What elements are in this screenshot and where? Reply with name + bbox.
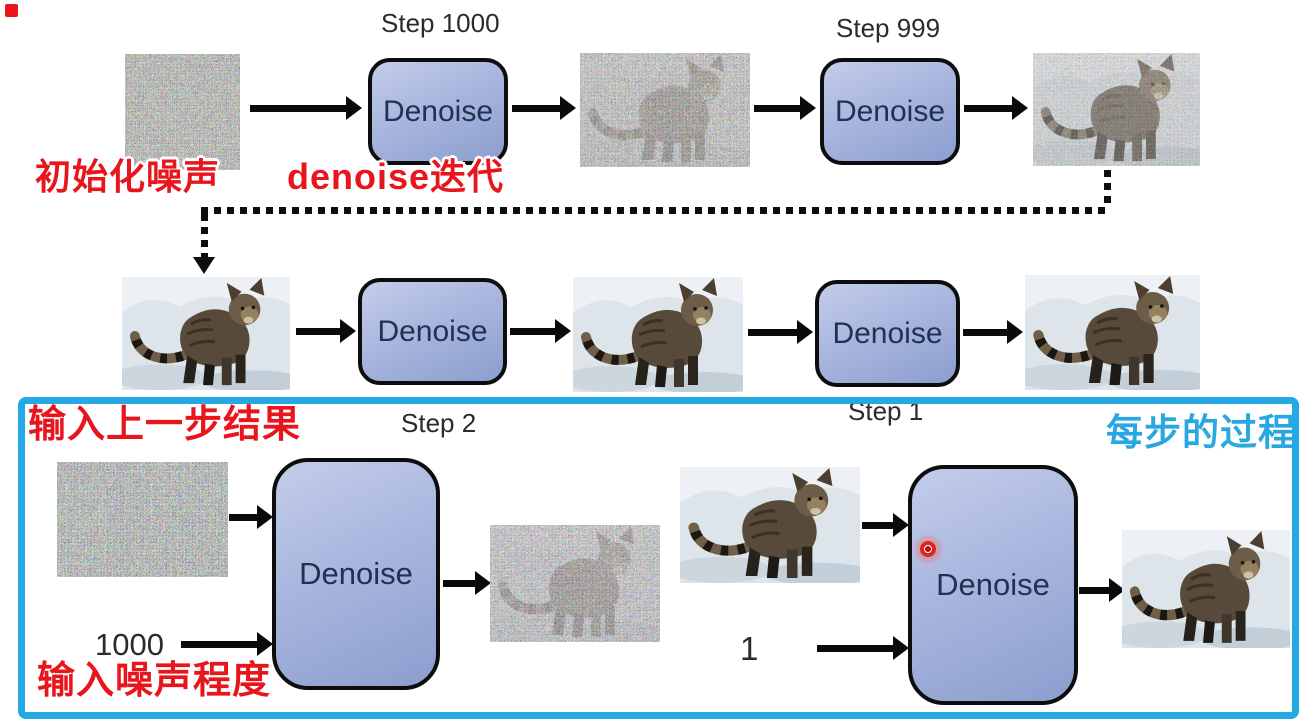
arrow-head-icon bbox=[346, 96, 362, 120]
arrow-cat-to-denoise-1 bbox=[748, 319, 813, 345]
arrow-head-icon bbox=[475, 571, 491, 595]
arrow-shaft bbox=[817, 644, 894, 652]
corner-marker bbox=[5, 4, 18, 17]
caption-input-noise-level: 输入噪声程度 bbox=[37, 660, 272, 702]
big-denoise-box-left: Denoise bbox=[272, 458, 440, 690]
pure-noise-image bbox=[125, 54, 240, 170]
pure-noise-input-image bbox=[57, 462, 228, 577]
noise-level-1000: 1000 bbox=[95, 627, 164, 662]
cat-heavy-noise-output-image bbox=[490, 525, 660, 642]
arrow-cat-to-denoise-2 bbox=[296, 318, 356, 344]
arrow-denoise-1-out bbox=[963, 319, 1023, 345]
arrow-head-icon bbox=[555, 319, 571, 343]
dotted-connector-horizontal bbox=[201, 207, 1111, 214]
arrow-head-icon bbox=[340, 319, 356, 343]
arrow-denoise-1000-out bbox=[512, 95, 576, 121]
arrow-shaft bbox=[296, 327, 341, 335]
cat-clean-image-2 bbox=[573, 277, 743, 392]
arrow-head-icon bbox=[1007, 320, 1023, 344]
big-denoise-box-right: Denoise bbox=[908, 465, 1078, 705]
arrow-head-icon bbox=[893, 636, 909, 660]
arrow-noise-to-denoise-1000 bbox=[250, 95, 362, 121]
laser-core bbox=[925, 546, 931, 552]
cat-heavy-noise-image bbox=[580, 53, 750, 167]
denoise-box-step-2: Denoise bbox=[358, 278, 507, 385]
arrow-cat-into-big-denoise bbox=[862, 512, 909, 538]
arrow-head-icon bbox=[257, 632, 273, 656]
arrow-shaft bbox=[443, 579, 476, 587]
denoise-box-step-1000: Denoise bbox=[368, 58, 508, 165]
arrow-shaft bbox=[250, 104, 347, 112]
arrow-head-icon bbox=[560, 96, 576, 120]
dotted-arrow-head-icon bbox=[193, 257, 215, 274]
arrow-head-icon bbox=[797, 320, 813, 344]
arrow-head-icon bbox=[1012, 96, 1028, 120]
arrow-shaft bbox=[964, 104, 1013, 112]
laser-pointer-dot bbox=[913, 534, 943, 564]
arrow-level-1000-into-denoise bbox=[181, 631, 273, 657]
arrow-shaft bbox=[510, 327, 556, 335]
arrow-shaft bbox=[1079, 586, 1110, 594]
cat-clean-image-1 bbox=[122, 277, 290, 390]
caption-denoise-iterate: denoise迭代 bbox=[287, 156, 505, 197]
cat-clean-output-image bbox=[1122, 530, 1290, 648]
denoise-box-step-1: Denoise bbox=[815, 280, 960, 387]
noise-level-1: 1 bbox=[740, 630, 759, 667]
arrow-shaft bbox=[229, 513, 258, 521]
cat-clean-image-3 bbox=[1025, 275, 1200, 390]
dotted-connector-down-left bbox=[201, 214, 208, 258]
step-999-label: Step 999 bbox=[836, 13, 941, 43]
arrow-level-1-into-denoise bbox=[817, 635, 909, 661]
cat-input-image bbox=[680, 467, 860, 583]
arrow-denoise-2-out bbox=[510, 318, 571, 344]
arrow-head-icon bbox=[800, 96, 816, 120]
arrow-big-denoise-left-out bbox=[443, 570, 491, 596]
arrow-head-icon bbox=[893, 513, 909, 537]
caption-input-prev-result: 输入上一步结果 bbox=[28, 404, 302, 446]
step-1000-label: Step 1000 bbox=[381, 8, 500, 38]
cat-medium-noise-image bbox=[1033, 53, 1200, 166]
dotted-connector-down-right bbox=[1104, 170, 1111, 208]
arrow-noise-into-big-denoise bbox=[229, 504, 273, 530]
denoise-box-step-999: Denoise bbox=[820, 58, 960, 165]
arrow-denoise-999-out bbox=[964, 95, 1028, 121]
arrow-shaft bbox=[512, 104, 561, 112]
panel-step-2-label: Step 2 bbox=[401, 408, 477, 438]
caption-per-step-process: 每步的过程 bbox=[1106, 412, 1296, 453]
caption-init-noise: 初始化噪声 bbox=[35, 156, 221, 197]
arrow-shaft bbox=[754, 104, 801, 112]
arrow-shaft bbox=[862, 521, 894, 529]
arrow-head-icon bbox=[257, 505, 273, 529]
arrow-shaft bbox=[748, 328, 798, 336]
arrow-shaft bbox=[963, 328, 1008, 336]
arrow-to-denoise-999 bbox=[754, 95, 816, 121]
arrow-shaft bbox=[181, 640, 258, 648]
arrow-head-icon bbox=[1109, 578, 1125, 602]
panel-step-1-label: Step 1 bbox=[848, 396, 924, 426]
arrow-big-denoise-right-out bbox=[1079, 577, 1125, 603]
